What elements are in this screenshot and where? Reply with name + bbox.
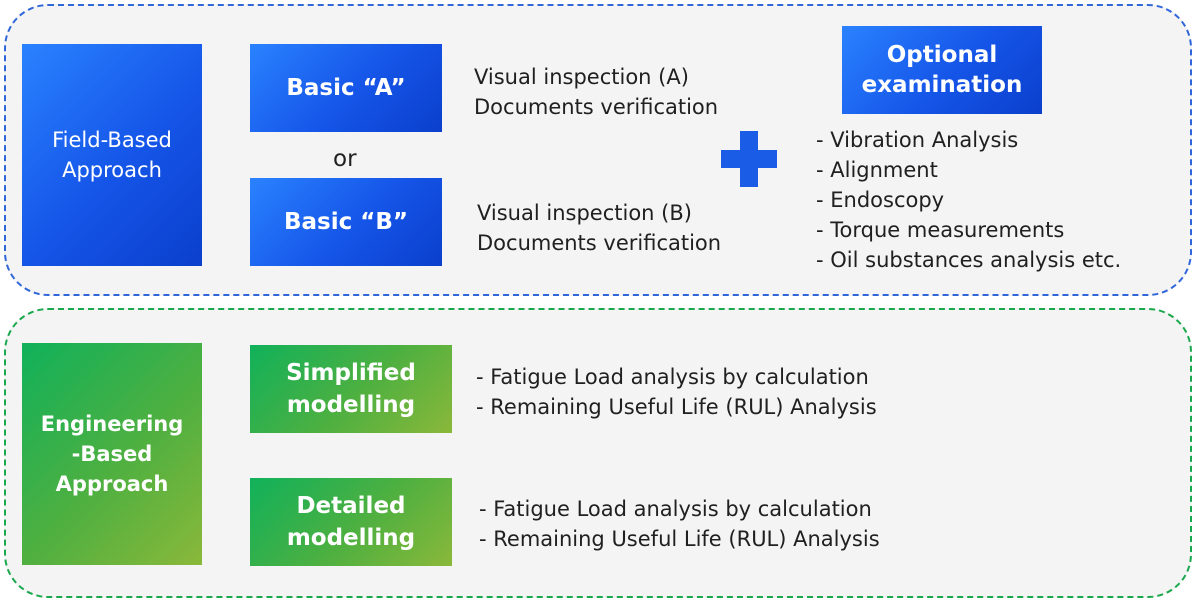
or-label: or [333,146,357,172]
engineering-based-panel [4,308,1192,598]
basic-b-label: Basic “B” [283,209,409,235]
basic-a-desc-line-1: Visual inspection (A) [474,65,689,89]
field-based-approach-label: Field-Based Approach [52,128,172,182]
detailed-item: - Fatigue Load analysis by calculation [479,497,872,521]
engineering-based-approach-box: Engineering -Based Approach [22,343,202,565]
basic-a-desc-line-2: Documents verification [474,95,719,119]
engineering-based-approach-label: Engineering -Based Approach [40,412,184,496]
optional-examination-label: Optional examination [861,42,1023,98]
optional-item: - Oil substances analysis etc. [816,248,1122,272]
basic-b-box: Basic “B” [250,178,442,266]
simplified-item: - Fatigue Load analysis by calculation [476,365,869,389]
simplified-modelling-label: Simplified modelling [286,360,416,418]
detailed-item: - Remaining Useful Life (RUL) Analysis [479,527,880,551]
basic-b-desc-line-1: Visual inspection (B) [477,201,692,225]
basic-a-box: Basic “A” [250,44,442,132]
optional-item: - Alignment [816,158,938,182]
simplified-modelling-box: Simplified modelling [250,345,452,433]
field-based-approach-box: Field-Based Approach [22,44,202,266]
simplified-item: - Remaining Useful Life (RUL) Analysis [476,395,877,419]
optional-item: - Endoscopy [816,188,945,212]
optional-examination-box: Optional examination [842,26,1042,114]
detailed-modelling-label: Detailed modelling [286,493,416,551]
optional-item: - Vibration Analysis [816,128,1019,152]
detailed-modelling-box: Detailed modelling [250,478,452,566]
basic-a-label: Basic “A” [286,75,406,101]
plus-icon [721,131,777,187]
optional-item: - Torque measurements [816,218,1065,242]
basic-b-desc-line-2: Documents verification [477,231,722,255]
